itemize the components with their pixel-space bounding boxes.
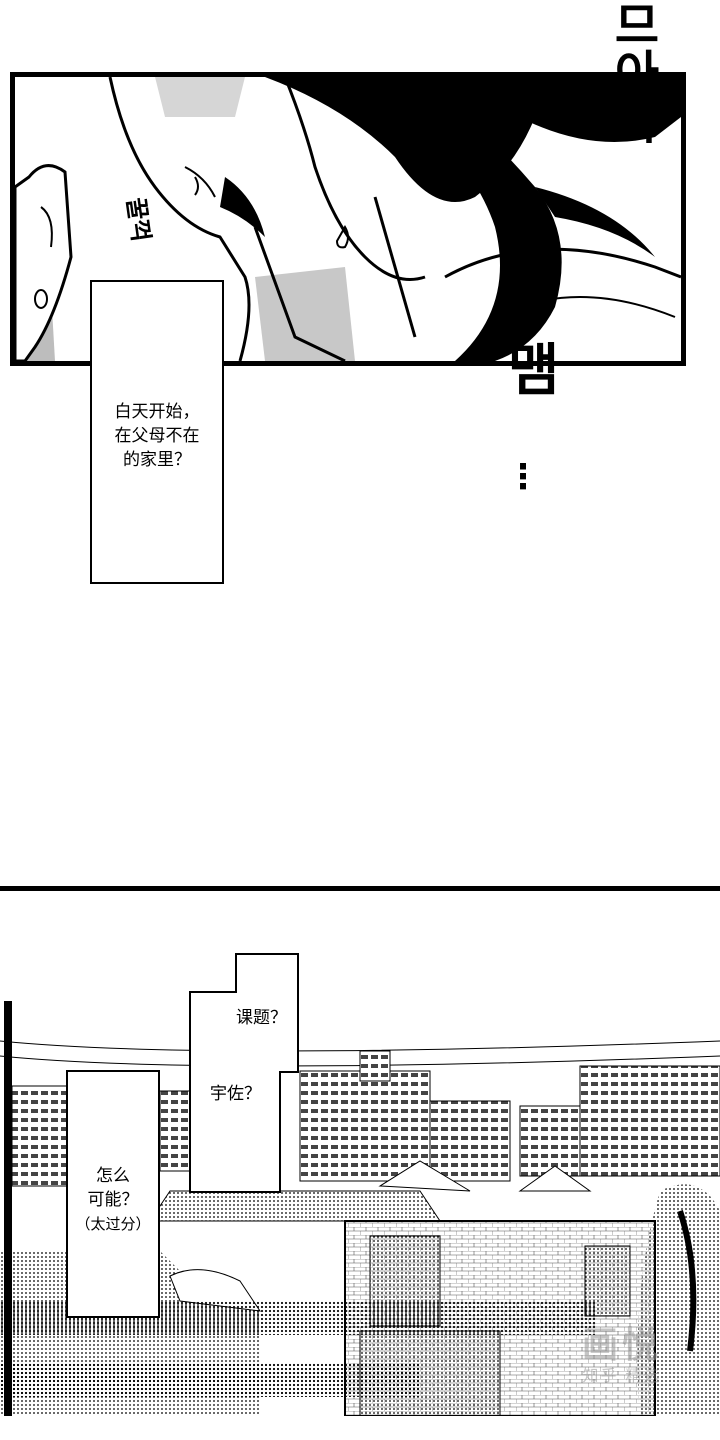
caption-line: 白天开始， (114, 402, 200, 422)
caption-line: （太过分） (75, 1215, 151, 1233)
sfx-swallow: 꿀꺽 (121, 195, 156, 244)
caption-box-no-way: 怎么 可能？ （太过分） (66, 1070, 160, 1318)
speech-box-stepped (189, 953, 299, 1193)
watermark-line2: 知乎 精选 (582, 1366, 662, 1385)
speech-line-assignment: 课题？ (236, 1008, 287, 1028)
sfx-dots: ⋮ (506, 457, 540, 497)
caption-line: 在父母不在 (114, 426, 200, 446)
closeup-artwork (15, 77, 681, 361)
screentone-band-lower (0, 1363, 420, 1397)
caption-box-daytime: 白天开始， 在父母不在 的家里？ (90, 280, 224, 584)
manga-panel-cityscape: 画悦 知乎 精选 (0, 886, 720, 1416)
caption-line: 的家里？ (123, 450, 191, 470)
sfx-moan-bottom: 맴 (496, 340, 561, 396)
caption-line: 怎么 (96, 1166, 130, 1186)
speech-line-usa: 宇佐？ (210, 1084, 261, 1104)
watermark-logo: 画悦 知乎 精选 (562, 1326, 682, 1386)
caption-line: 可能？ (87, 1190, 139, 1210)
watermark-line1: 画悦 (581, 1325, 662, 1366)
sfx-moan-top: 므아악 (604, 0, 660, 144)
